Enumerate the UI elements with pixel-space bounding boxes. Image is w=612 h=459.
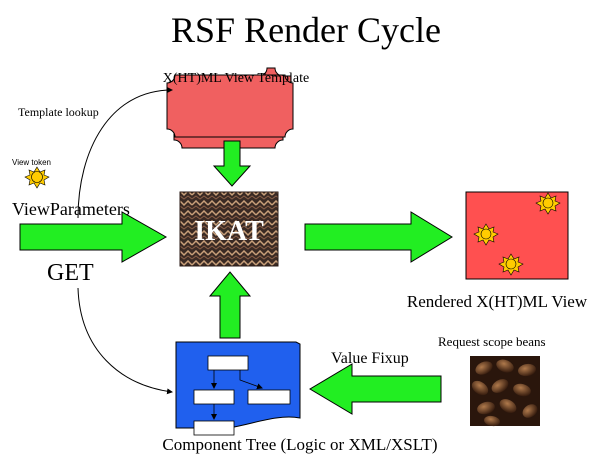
template-lookup-arrow [77,87,173,219]
template-lookup-label: Template lookup [18,105,99,119]
rendered-sun-icon [498,253,524,276]
beans-to-tree-arrow [309,363,442,415]
ikat-label: IKAT [194,216,264,247]
rendered-view-label: Rendered X(HT)ML View [407,292,588,311]
template-to-ikat-arrow [212,140,252,187]
page-title: RSF Render Cycle [171,10,441,50]
component-tree-label: Component Tree (Logic or XML/XSLT) [162,435,437,454]
view-template-label: X(HT)ML View Template [163,71,309,86]
view-template-shape [166,74,294,138]
component-tree-graph [193,355,291,436]
coffee-beans-image [470,356,540,427]
ikat-image [180,192,278,266]
component-tree-box [175,341,301,431]
get-label: GET [47,260,94,286]
view-token-label: View token [12,158,51,167]
rendered-sun-icon [473,223,499,246]
tree-to-ikat-arrow [208,271,252,339]
view-parameters-label: ViewParameters [12,199,130,219]
params-to-ikat-arrow [19,211,168,263]
request-scope-beans-label: Request scope beans [438,334,546,349]
ikat-to-rendered-arrow [304,211,453,263]
view-token-sun-icon [24,166,50,189]
value-fixup-label: Value Fixup [331,350,409,367]
rendered-sun-icon [535,192,561,215]
get-to-tree-arrow [77,287,173,395]
